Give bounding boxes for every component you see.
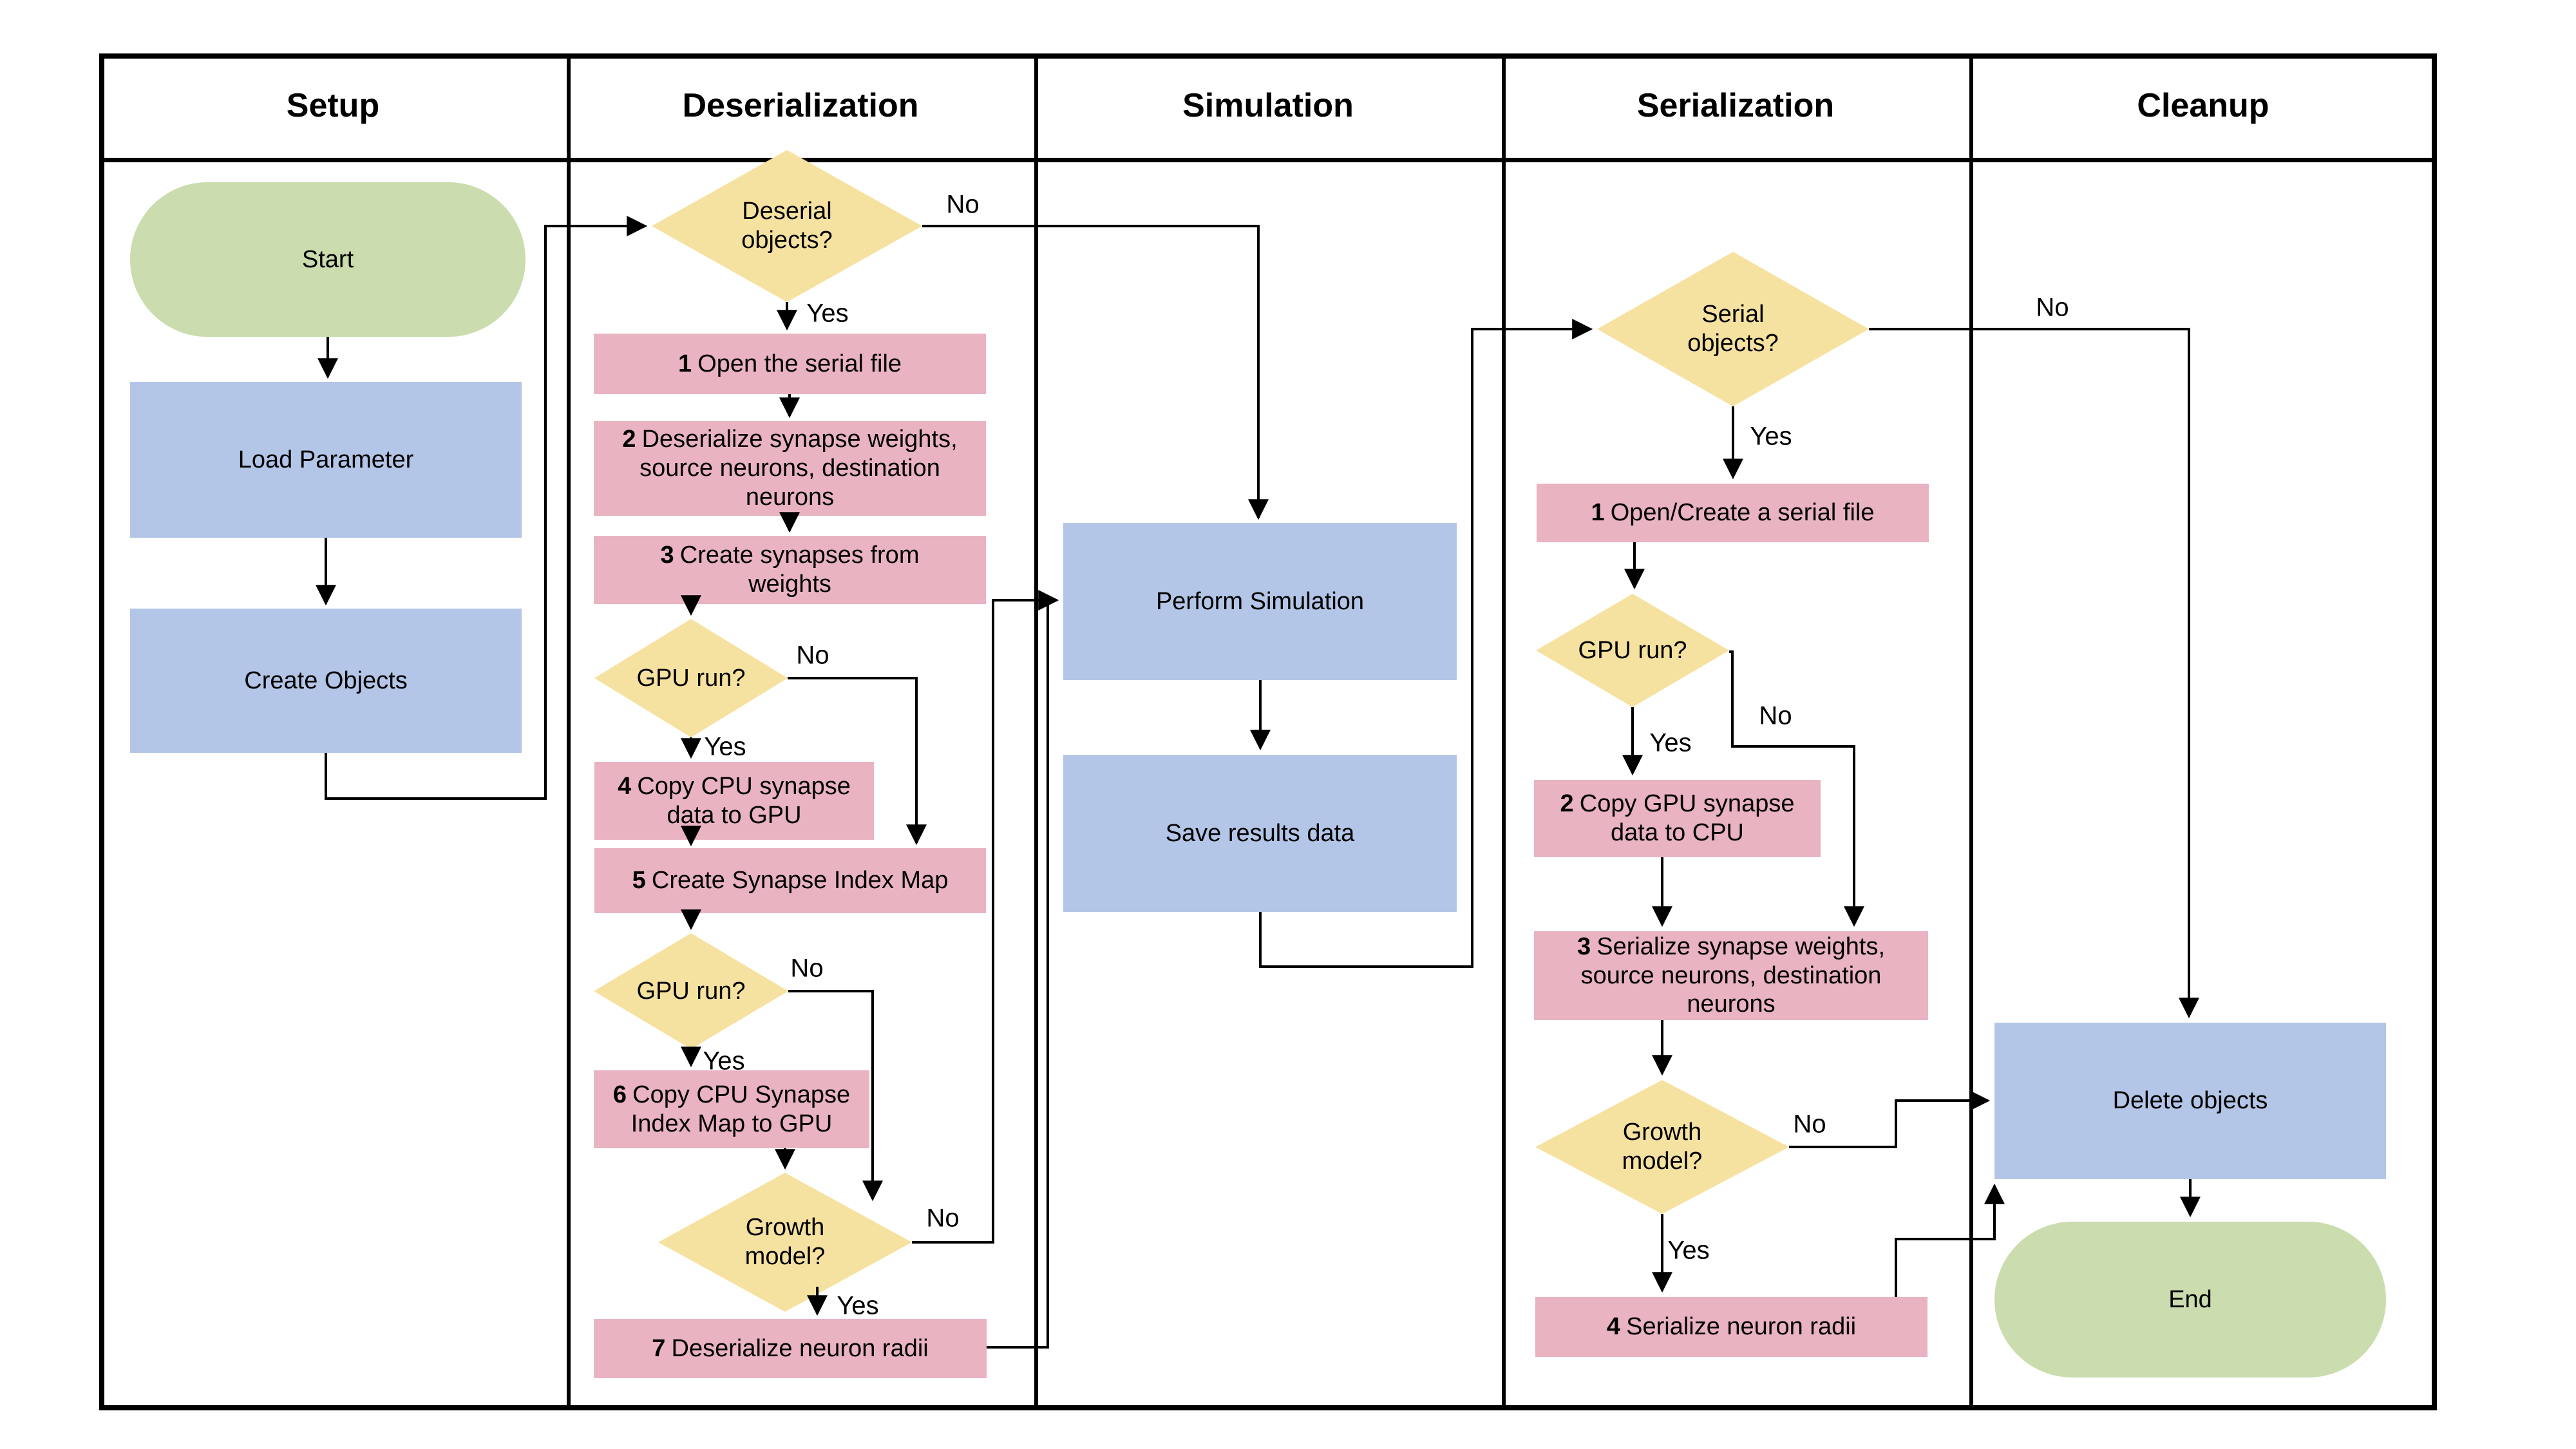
lane-separator-2 — [1034, 53, 1038, 1410]
lane-separator-1 — [567, 53, 571, 1410]
perform-simulation-process: Perform Simulation — [1063, 523, 1457, 680]
lane-title-cleanup: Cleanup — [2137, 87, 2269, 124]
label-gpu3-no: No — [1759, 701, 1792, 730]
create-objects-process: Create Objects — [130, 609, 522, 753]
label-growth1-no: No — [926, 1204, 960, 1233]
delete-objects-process: Delete objects — [1994, 1023, 2386, 1179]
label-serial-yes: Yes — [1750, 422, 1792, 451]
table-outer-border — [99, 53, 2437, 1410]
lane-title-serialization: Serialization — [1636, 87, 1835, 124]
label-deserial-no: No — [946, 190, 980, 219]
label-gpu2-no: No — [790, 954, 824, 983]
lane-title-simulation: Simulation — [1182, 87, 1354, 124]
lane-title-deserialization: Deserialization — [682, 87, 919, 124]
label-growth2-yes: Yes — [1667, 1236, 1710, 1265]
lane-separator-4 — [1969, 53, 1973, 1410]
label-gpu1-yes: Yes — [704, 732, 746, 761]
label-gpu1-no: No — [796, 641, 829, 670]
label-gpu2-yes: Yes — [703, 1046, 745, 1075]
lane-title-setup: Setup — [286, 87, 380, 124]
save-results-process: Save results data — [1063, 755, 1457, 912]
header-separator-line — [99, 158, 2437, 162]
lane-separator-3 — [1502, 53, 1506, 1410]
label-growth2-no: No — [1793, 1110, 1826, 1139]
label-growth1-yes: Yes — [837, 1291, 879, 1320]
end-terminal: End — [1994, 1222, 2386, 1378]
start-terminal: Start — [130, 182, 526, 337]
label-gpu3-yes: Yes — [1649, 728, 1692, 757]
label-serial-no: No — [2036, 293, 2069, 322]
label-deserial-yes: Yes — [806, 299, 849, 328]
load-parameter-process: Load Parameter — [130, 382, 522, 538]
